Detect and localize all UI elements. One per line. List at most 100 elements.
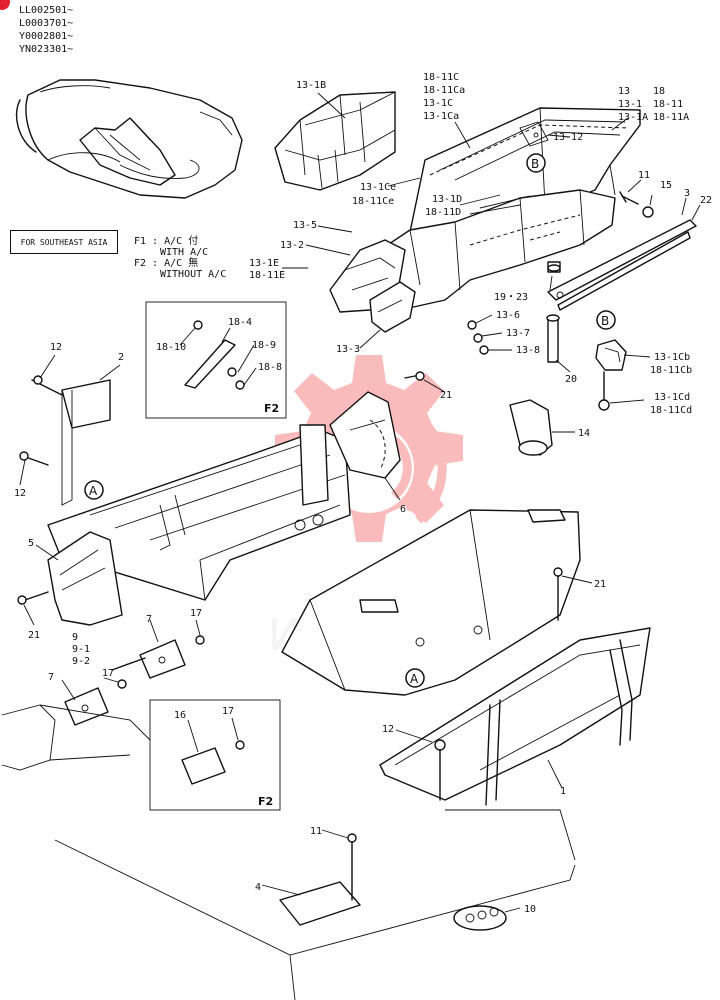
hose-14: [509, 399, 553, 456]
callout-label: 22: [700, 195, 712, 206]
callout-label: 21: [594, 579, 606, 590]
region-note: FOR SOUTHEAST ASIA: [20, 237, 108, 247]
callout-label: 5: [28, 538, 34, 549]
callout-label: 13-1D: [432, 194, 462, 205]
callout-label: 21: [440, 390, 452, 401]
corner-marker: [0, 0, 10, 10]
floor-plate: [281, 509, 581, 696]
callout-label: 13-8: [516, 345, 540, 356]
callout-label: 18-11Cd: [650, 405, 692, 416]
callout-label: 3: [684, 188, 690, 199]
callout-label: 13-3: [336, 344, 360, 355]
callout-label: 15: [660, 180, 672, 191]
callout-label: 13-1A: [618, 112, 648, 123]
callout-label: 6: [400, 504, 406, 515]
blower-unit-assembly: [15, 79, 243, 199]
callout-label: 13-6: [496, 310, 520, 321]
callout-label: 13-1B: [296, 80, 326, 91]
cover-plates-7: [64, 635, 205, 726]
callout-label: 18-11A: [653, 112, 689, 123]
legend-sub: WITH A/C: [160, 247, 209, 258]
callout-label: 18-11C: [423, 72, 459, 83]
bracket-2: [19, 375, 111, 506]
callout-label: 18-11Ce: [352, 196, 394, 207]
callout-label: 13-1: [618, 99, 642, 110]
callout-label: 7: [48, 672, 54, 683]
callout-label: 18-8: [258, 362, 282, 373]
callout-label: 18-4: [228, 317, 252, 328]
callout-label: 13-1Ce: [360, 182, 396, 193]
callout-label: 9: [72, 632, 78, 643]
callout-label: 7: [146, 614, 152, 625]
callout-label: 18-10: [156, 342, 186, 353]
duct-13-1b: [274, 91, 396, 191]
inset-f2-lower: F2: [149, 699, 281, 811]
callout-label: 2: [118, 352, 124, 363]
legend-sub: WITHOUT A/C: [160, 269, 227, 280]
callout-label: 18-11Ca: [423, 85, 465, 96]
callout-label: 4: [255, 882, 261, 893]
callout-label: 11: [310, 826, 322, 837]
callout-label: 19・23: [494, 292, 528, 303]
legend-text: A/C 付: [164, 236, 199, 247]
duct-6: [329, 371, 425, 479]
inset-label-f2-lower: F2: [258, 795, 273, 808]
callout-labels: 13-1B 18-11C 18-11Ca 13-1C 13-1Ca 13 13-…: [14, 72, 712, 915]
serial-number: LL002501~: [19, 5, 74, 16]
callout-label: 18-11E: [249, 270, 285, 281]
callout-label: 13: [618, 86, 630, 97]
ref-marker-a: A: [89, 484, 98, 498]
leader-lines: [19, 92, 701, 913]
variant-legend: F1 : A/C 付 WITH A/C F2 : A/C 無 WITHOUT A…: [134, 236, 226, 280]
callout-label: 17: [222, 706, 234, 717]
serial-number: L0003701~: [19, 18, 74, 29]
callout-label: 13-1Cb: [654, 352, 690, 363]
serial-number-list: LL002501~ L0003701~ Y0002801~ YN023301~: [19, 4, 73, 56]
callout-label: 13-2: [280, 240, 304, 251]
serial-number: Y0002801~: [19, 31, 74, 42]
callout-label: 20: [565, 374, 577, 385]
callout-label: 18: [653, 86, 665, 97]
callout-label: 13-12: [553, 132, 583, 143]
callout-label: 13-1C: [423, 98, 453, 109]
callout-label: 13-1E: [249, 258, 279, 269]
callout-label: 18-11D: [425, 207, 461, 218]
legend-code: F1 :: [134, 236, 159, 247]
cab-edge-left: [1, 704, 151, 771]
callout-label: 17: [102, 668, 114, 679]
callout-label: 17: [190, 608, 202, 619]
legend-row-f1: F1 : A/C 付: [134, 236, 226, 247]
callout-label: 16: [174, 710, 186, 721]
callout-label: 13-1Cd: [654, 392, 690, 403]
callout-label: 11: [638, 170, 650, 181]
region-note-box: FOR SOUTHEAST ASIA: [10, 230, 118, 254]
callout-label: 1: [560, 786, 566, 797]
callout-label: 9-1: [72, 644, 90, 655]
clip-13-1cb: [595, 339, 627, 411]
ref-marker-b: B: [531, 157, 539, 171]
reference-markers: A A B B: [84, 153, 616, 688]
callout-label: 18-11: [653, 99, 683, 110]
ref-marker-b: B: [601, 314, 609, 328]
duct-5: [17, 531, 123, 626]
callout-label: 14: [578, 428, 590, 439]
legend-text: A/C 無: [164, 258, 199, 269]
legend-row-f2: F2 : A/C 無: [134, 258, 226, 269]
duct-13-2-13-3: [329, 239, 416, 333]
callout-label: 12: [50, 342, 62, 353]
callout-label: 12: [382, 724, 394, 735]
callout-label: 10: [524, 904, 536, 915]
ref-marker-a: A: [410, 672, 419, 686]
callout-label: 9-2: [72, 656, 90, 667]
callout-label: 12: [14, 488, 26, 499]
inset-label-f2: F2: [264, 402, 279, 415]
callout-label: 21: [28, 630, 40, 641]
legend-code: F2 :: [134, 258, 159, 269]
serial-number: YN023301~: [19, 44, 74, 55]
frame-1: [379, 627, 651, 806]
callout-label: 13-1Ca: [423, 111, 459, 122]
callout-label: 18-9: [252, 340, 276, 351]
callout-label: 18-11Cb: [650, 365, 692, 376]
